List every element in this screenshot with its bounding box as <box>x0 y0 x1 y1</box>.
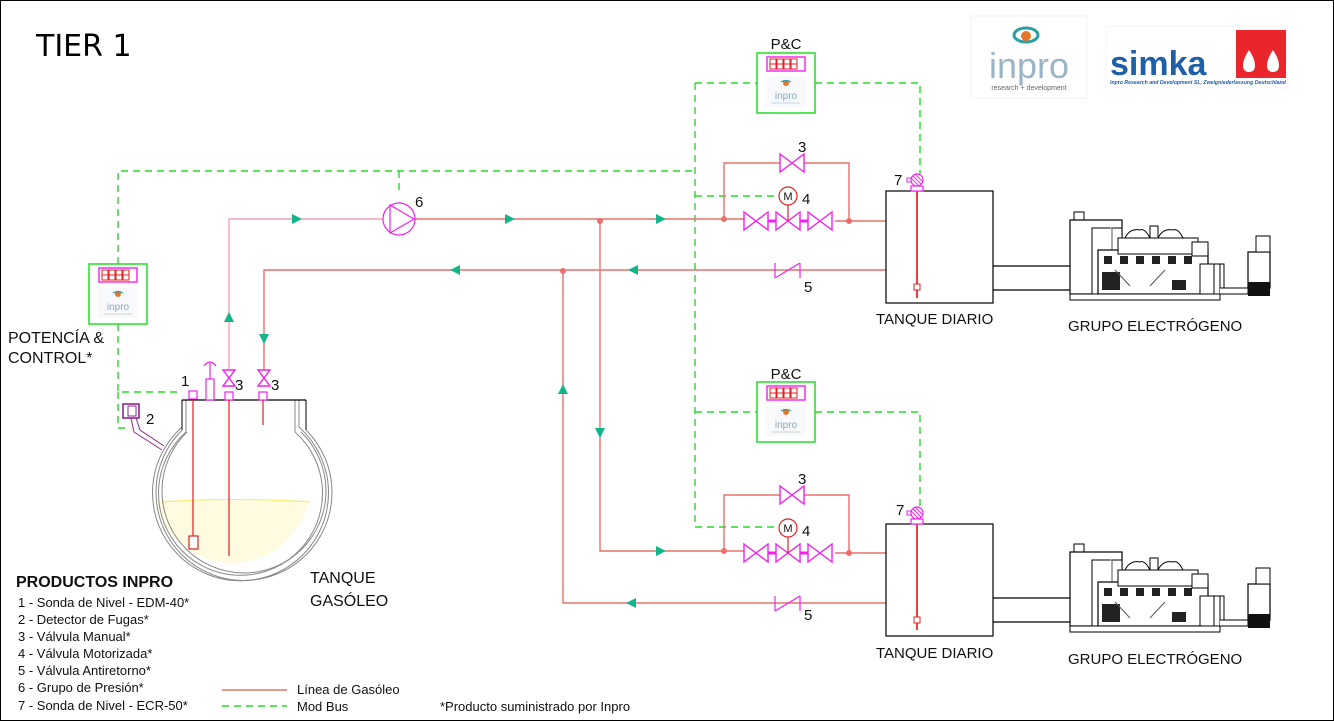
pc-controller-bottom-label: P&C <box>771 366 802 383</box>
simka-logo-text: simka <box>1110 45 1207 83</box>
flow-arrow <box>505 214 515 224</box>
check-valve-number: 5 <box>804 607 812 624</box>
flow-arrow <box>259 334 269 344</box>
legend-fuel-line-label: Línea de Gasóleo <box>297 682 400 697</box>
main-fuel-tank <box>152 399 333 582</box>
inpro-tagline: research + development <box>991 85 1066 92</box>
generator-top-label: GRUPO ELECTRÓGENO <box>1068 318 1242 335</box>
legend-item: 7 - Sonda de Nivel - ECR-50* <box>18 698 188 713</box>
flow-arrow <box>595 428 605 438</box>
legend-item: 6 - Grupo de Presión* <box>18 680 144 695</box>
legend: PRODUCTOS INPRO 1 - Sonda de Nivel - EDM… <box>16 574 630 714</box>
leak-detector-number: 2 <box>146 411 154 428</box>
day-tank-bottom <box>885 506 994 637</box>
pc-controller-bottom <box>756 381 816 443</box>
simka-logo: simka Inpro Research and Development SL,… <box>1105 25 1289 89</box>
main-controller-label-1: POTENCÍA & <box>8 328 104 347</box>
generator-icon <box>1069 211 1271 301</box>
pump-number: 6 <box>415 194 423 211</box>
manual-valve-icon <box>779 485 805 505</box>
generator-bottom-label: GRUPO ELECTRÓGENO <box>1068 651 1242 668</box>
pressure-pump-icon <box>382 202 416 236</box>
flow-arrow <box>628 265 638 275</box>
check-valve-icon <box>774 595 801 612</box>
legend-item: 3 - Válvula Manual* <box>18 629 131 644</box>
flow-arrow <box>558 384 568 394</box>
inpro-logo: inpro research + development <box>970 15 1088 99</box>
flow-arrow <box>292 214 302 224</box>
motor-symbol: M <box>783 191 792 203</box>
modbus-lines <box>117 82 921 528</box>
level-probe-ecr50-icon <box>906 173 924 192</box>
manual-valve-icon <box>779 153 805 173</box>
simka-tagline: Inpro Research and Development SL, Zweig… <box>1110 80 1287 86</box>
legend-item: 4 - Válvula Motorizada* <box>18 646 152 661</box>
day-tank-top <box>885 173 994 304</box>
diagram-title: TIER 1 <box>35 29 132 64</box>
manual-valve-icon <box>256 369 272 425</box>
main-tank-label-1: TANQUE <box>310 570 375 587</box>
legend-item: 2 - Detector de Fugas* <box>18 612 149 627</box>
manual-valve-number: 3 <box>235 377 243 394</box>
legend-item: 5 - Válvula Antiretorno* <box>18 663 151 678</box>
check-valve-icon <box>774 262 801 279</box>
main-tank-label-2: GASÓLEO <box>310 591 388 610</box>
check-valve-number: 5 <box>804 279 812 296</box>
legend-heading: PRODUCTOS INPRO <box>16 574 173 591</box>
manual-valve-number: 3 <box>798 471 806 488</box>
main-controller-label-2: CONTROL* <box>8 350 92 367</box>
manual-valve-number: 3 <box>798 139 806 156</box>
day-tank-sensor-number: 7 <box>894 172 902 189</box>
legend-modbus-label: Mod Bus <box>297 699 349 714</box>
main-controller <box>88 263 148 325</box>
flow-arrow <box>656 546 666 556</box>
fuel-lines <box>228 162 886 604</box>
flow-arrow <box>450 265 460 275</box>
legend-footnote: *Producto suministrado por Inpro <box>440 699 630 714</box>
generator-icon <box>1069 543 1271 633</box>
motor-symbol: M <box>783 523 792 535</box>
level-probe-number: 1 <box>181 373 189 390</box>
inpro-logo-text: inpro <box>989 45 1069 86</box>
manual-valve-number: 3 <box>271 377 279 394</box>
level-probe-edm40-icon <box>188 390 199 550</box>
day-tank-top-label: TANQUE DIARIO <box>876 311 993 328</box>
motorized-valve-icon: M <box>743 518 833 563</box>
day-tank-bottom-label: TANQUE DIARIO <box>876 645 993 662</box>
motorized-valve-number: 4 <box>802 191 810 208</box>
motorized-valve-number: 4 <box>802 523 810 540</box>
leak-detector-icon <box>122 403 165 451</box>
vent-pipe-icon <box>203 361 217 401</box>
flow-arrow <box>656 214 666 224</box>
motorized-valve-icon: M <box>743 186 833 231</box>
legend-item: 1 - Sonda de Nivel - EDM-40* <box>18 595 189 610</box>
manual-valve-icon <box>221 369 237 556</box>
flow-arrow <box>224 312 234 322</box>
flow-arrow <box>626 598 636 608</box>
flow-arrows <box>224 214 666 608</box>
level-probe-ecr50-icon <box>906 506 924 525</box>
pc-controller-top <box>756 52 816 114</box>
pc-controller-top-label: P&C <box>771 36 802 53</box>
day-tank-sensor-number: 7 <box>896 502 904 519</box>
